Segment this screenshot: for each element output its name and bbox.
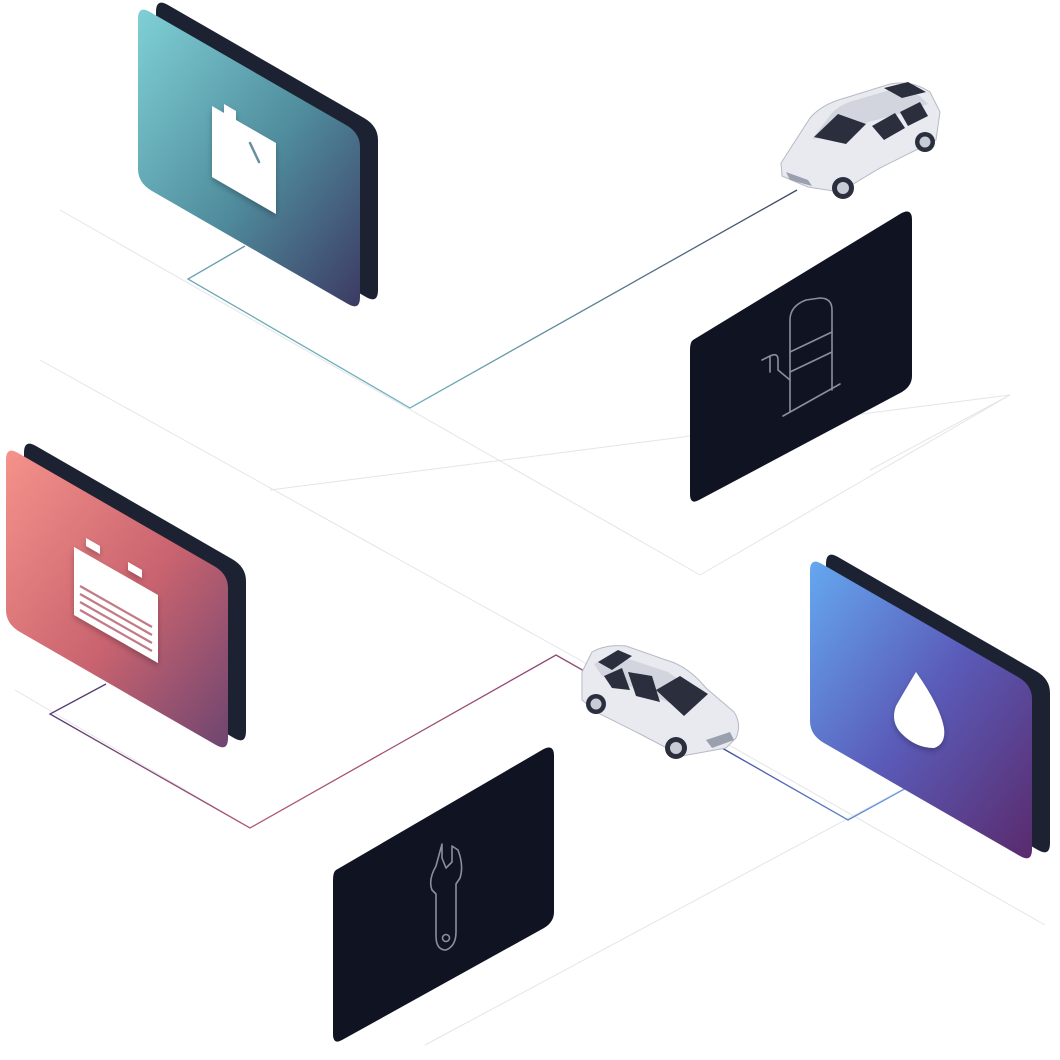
car-bottom [581, 645, 740, 759]
car-icon [780, 82, 941, 199]
connector-lines [48, 189, 911, 829]
connector-fuel-can [186, 189, 798, 409]
car-icon [581, 645, 740, 759]
car-top [780, 82, 941, 199]
fuel-pump-card[interactable] [690, 211, 912, 502]
fuel-can-card[interactable] [138, 2, 378, 307]
connector-oil [721, 747, 911, 821]
fuel-can-icon [212, 104, 276, 214]
wrench-icon [429, 843, 463, 951]
oil-drop-card[interactable] [810, 554, 1050, 859]
wrench-card[interactable] [333, 747, 554, 1042]
battery-card[interactable] [6, 443, 246, 748]
oil-drop-icon [894, 672, 945, 748]
battery-icon [74, 538, 158, 663]
connector-battery [48, 654, 601, 829]
fuel-pump-icon [761, 297, 841, 417]
